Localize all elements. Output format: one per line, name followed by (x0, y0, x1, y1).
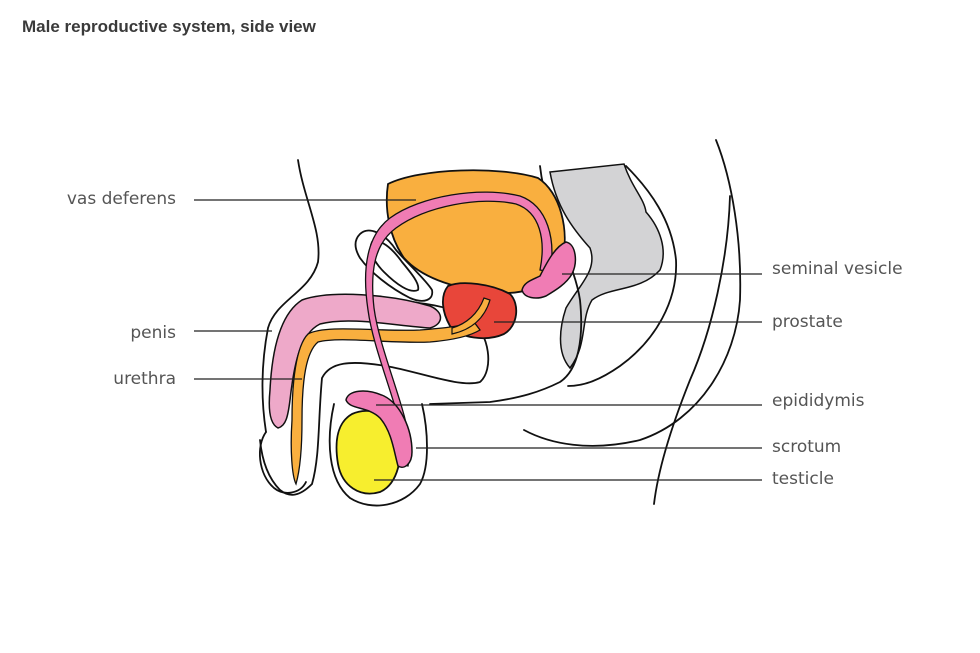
pubic-bone-inner-outline (369, 240, 420, 292)
bladder (385, 169, 566, 294)
rectum (549, 163, 664, 370)
label-seminal-vesicle: seminal vesicle (772, 259, 903, 279)
buttock-outline (523, 139, 742, 447)
glans-outline (259, 431, 307, 494)
seminal-vesicle (521, 241, 577, 299)
label-penis: penis (130, 323, 176, 343)
label-epididymis: epididymis (772, 391, 865, 411)
label-scrotum: scrotum (772, 437, 841, 457)
label-vas-deferens: vas deferens (67, 189, 176, 209)
thigh-outline (653, 195, 731, 505)
ejaculatory-duct (451, 297, 491, 335)
label-prostate: prostate (772, 312, 843, 332)
diagram-title: Male reproductive system, side view (22, 17, 316, 36)
abdominal-wall-outline (261, 159, 320, 433)
pubic-bone-outline (354, 229, 434, 302)
epididymis (345, 390, 413, 468)
label-testicle: testicle (772, 469, 834, 489)
label-urethra: urethra (113, 369, 176, 389)
rectum-wall-outline (567, 165, 677, 387)
